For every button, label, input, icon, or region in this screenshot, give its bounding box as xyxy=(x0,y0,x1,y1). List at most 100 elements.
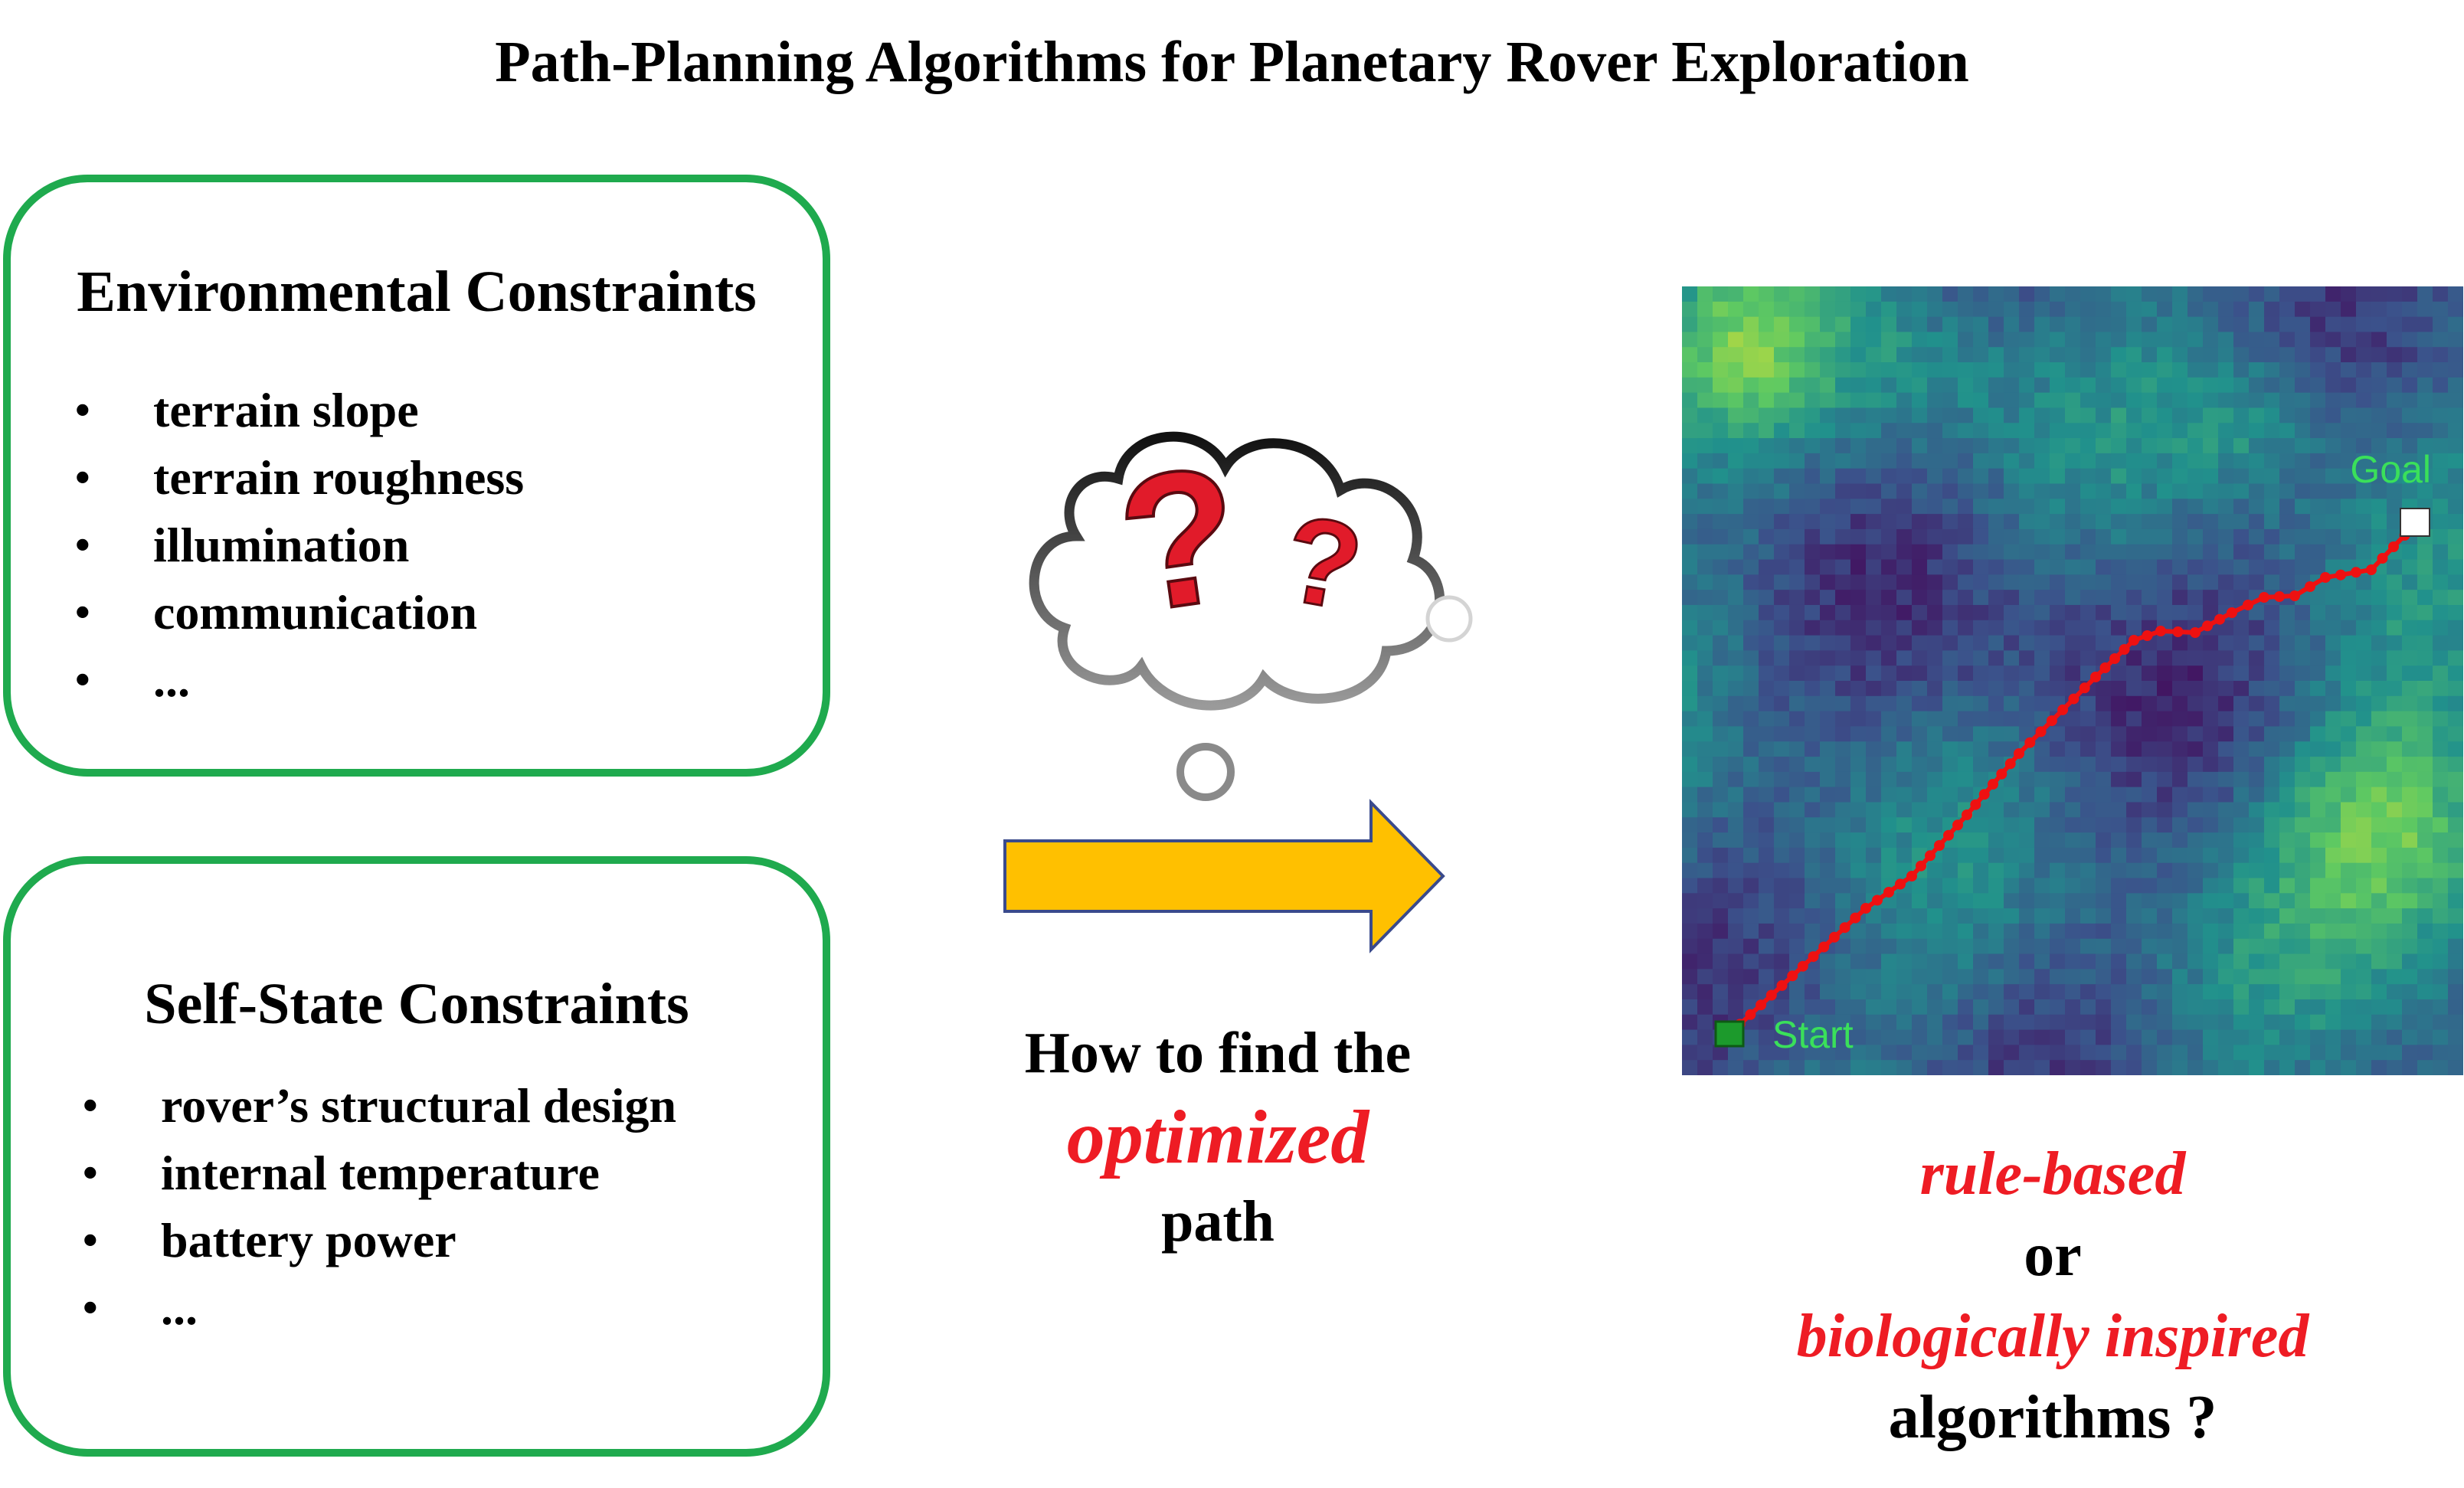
terrain-cell xyxy=(1835,604,1851,621)
terrain-cell xyxy=(2233,862,2250,879)
terrain-cell xyxy=(2187,817,2204,833)
terrain-cell xyxy=(2448,650,2463,666)
terrain-cell xyxy=(2433,681,2449,697)
terrain-cell xyxy=(1958,286,1974,303)
terrain-cell xyxy=(1789,878,1805,894)
path-waypoint xyxy=(2202,620,2213,632)
terrain-cell xyxy=(1743,559,1759,575)
terrain-cell xyxy=(2111,726,2127,742)
terrain-cell xyxy=(2050,908,2066,924)
terrain-cell xyxy=(1697,666,1713,682)
terrain-cell xyxy=(2111,574,2127,590)
terrain-cell xyxy=(2142,559,2158,575)
terrain-cell xyxy=(1805,999,1821,1015)
terrain-cell xyxy=(1988,923,2004,940)
terrain-cell xyxy=(2433,969,2449,985)
terrain-cell xyxy=(2417,620,2433,636)
terrain-cell xyxy=(2387,362,2403,378)
terrain-cell xyxy=(1850,1029,1867,1045)
terrain-cell xyxy=(1942,757,1958,773)
terrain-cell xyxy=(2142,711,2158,728)
terrain-cell xyxy=(1820,893,1836,909)
terrain-cell xyxy=(2402,741,2418,757)
terrain-cell xyxy=(2157,923,2173,940)
terrain-cell xyxy=(1759,681,1775,697)
terrain-cell xyxy=(1789,726,1805,742)
terrain-cell xyxy=(2218,681,2234,697)
terrain-cell xyxy=(1912,650,1928,666)
terrain-cell xyxy=(1697,726,1713,742)
terrain-cell xyxy=(2279,316,2295,333)
terrain-cell xyxy=(1682,787,1698,803)
terrain-cell xyxy=(1942,938,1958,955)
terrain-cell xyxy=(2264,923,2280,940)
terrain-cell xyxy=(1713,650,1729,666)
answer-connector: or xyxy=(2024,1221,2082,1289)
terrain-cell xyxy=(1682,528,1698,545)
environmental-constraints-heading: Environmental Constraints xyxy=(77,260,757,324)
terrain-cell xyxy=(2433,604,2449,621)
terrain-cell xyxy=(1789,984,1805,1000)
terrain-cell xyxy=(2019,1060,2035,1075)
terrain-cell xyxy=(1912,999,1928,1015)
terrain-cell xyxy=(2433,407,2449,424)
terrain-cell xyxy=(1697,847,1713,864)
planned-path xyxy=(1724,518,2421,1039)
terrain-cell xyxy=(1958,953,1974,970)
terrain-cell xyxy=(2172,862,2188,879)
terrain-cell xyxy=(2080,483,2096,499)
terrain-cell xyxy=(2187,635,2204,651)
terrain-cell xyxy=(1927,695,1943,712)
terrain-cell xyxy=(1881,757,1897,773)
terrain-cell xyxy=(2402,483,2418,499)
terrain-cell xyxy=(1820,316,1836,333)
terrain-cell xyxy=(2203,590,2219,606)
path-waypoint xyxy=(2351,567,2361,578)
terrain-cell xyxy=(1728,635,1744,651)
terrain-cell xyxy=(1805,590,1821,606)
terrain-cell xyxy=(1682,286,1698,303)
terrain-cell xyxy=(1835,681,1851,697)
terrain-cell xyxy=(2249,757,2265,773)
terrain-cell xyxy=(2065,771,2081,788)
answer-text: rule-based or biologically inspired algo… xyxy=(1716,1133,2390,1458)
terrain-cell xyxy=(1866,711,1882,728)
terrain-cell xyxy=(2050,953,2066,970)
terrain-cell xyxy=(2157,878,2173,894)
terrain-cell xyxy=(2019,893,2035,909)
terrain-cell xyxy=(2387,817,2403,833)
terrain-cell xyxy=(1942,499,1958,515)
terrain-cell xyxy=(1973,514,1989,530)
terrain-cell xyxy=(2065,286,2081,303)
terrain-cell xyxy=(2126,407,2142,424)
terrain-cell xyxy=(2387,423,2403,439)
terrain-cell xyxy=(2325,362,2341,378)
terrain-cell xyxy=(2142,878,2158,894)
terrain-cell xyxy=(1774,559,1790,575)
terrain-cell xyxy=(2264,908,2280,924)
terrain-cell xyxy=(1927,559,1943,575)
terrain-cell xyxy=(2310,953,2326,970)
terrain-cell xyxy=(2126,984,2142,1000)
terrain-cell xyxy=(2172,347,2188,363)
terrain-cell xyxy=(2387,923,2403,940)
terrain-cell xyxy=(2034,695,2050,712)
terrain-cell xyxy=(2034,938,2050,955)
terrain-cell xyxy=(2295,984,2311,1000)
terrain-cell xyxy=(2172,483,2188,499)
terrain-cell xyxy=(2065,817,2081,833)
terrain-cell xyxy=(1728,757,1744,773)
terrain-cell xyxy=(2325,650,2341,666)
terrain-cell xyxy=(2402,862,2418,879)
terrain-cell xyxy=(2004,893,2020,909)
terrain-cell xyxy=(1850,984,1867,1000)
terrain-cell xyxy=(1866,650,1882,666)
terrain-cell xyxy=(2172,908,2188,924)
terrain-cell xyxy=(2417,666,2433,682)
terrain-cell xyxy=(2187,969,2204,985)
terrain-cell xyxy=(2448,362,2463,378)
terrain-cell xyxy=(2387,620,2403,636)
terrain-cell xyxy=(2080,953,2096,970)
terrain-cell xyxy=(2249,301,2265,318)
terrain-cell xyxy=(2356,832,2372,849)
